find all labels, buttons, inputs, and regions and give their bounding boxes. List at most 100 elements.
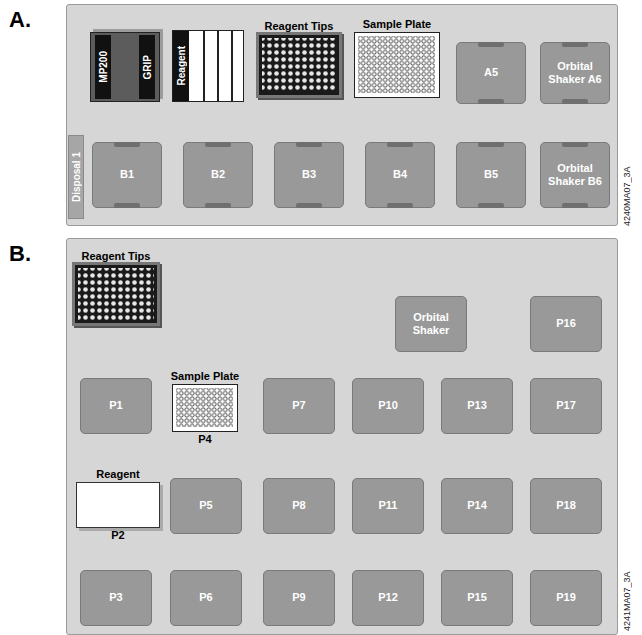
slot-tab <box>296 203 322 208</box>
deck-position: Orbital Shaker B6 <box>540 142 610 208</box>
reagent-trough: Reagent <box>172 30 244 102</box>
label-strip: Reagent <box>173 31 189 101</box>
slot-tab <box>478 99 504 104</box>
position-label: P19 <box>556 591 576 604</box>
trough-divider <box>203 31 205 101</box>
well-grid <box>173 385 237 431</box>
position-label: P12 <box>378 591 398 604</box>
deck-position: Orbital Shaker A6 <box>540 42 610 104</box>
deck-position: P12 <box>352 570 424 626</box>
position-label: P7 <box>292 399 305 412</box>
position-label: P5 <box>199 499 212 512</box>
deck-panel: B.Reagent TipsOrbital ShakerP16P1Sample … <box>66 238 618 635</box>
item-label: Reagent <box>176 46 187 85</box>
item-label: GRIP <box>142 55 153 79</box>
gripper-module: MP200 GRIP <box>90 32 160 102</box>
deck-position: B1 <box>92 142 162 208</box>
deck-position: P3 <box>80 570 152 626</box>
position-label: P3 <box>109 591 122 604</box>
slot-tab <box>114 142 140 147</box>
figure-code: 4241MA07_3A <box>622 555 632 631</box>
deck-position: P6 <box>170 570 242 626</box>
slot-tab <box>296 142 322 147</box>
reagent-reservoir: ReagentP2 <box>76 482 160 528</box>
item-label: P4 <box>198 433 211 445</box>
slot-tab <box>114 203 140 208</box>
panel-letter: B. <box>9 241 31 267</box>
item-label: Sample Plate <box>171 370 239 382</box>
deck-position: P19 <box>530 570 602 626</box>
deck-position: P14 <box>441 478 513 534</box>
deck-position: P8 <box>263 478 335 534</box>
position-label: P17 <box>556 399 576 412</box>
position-label: P16 <box>556 317 576 330</box>
well-area <box>78 268 154 320</box>
position-label: Orbital Shaker <box>400 311 462 337</box>
trough-divider <box>231 31 233 101</box>
item-label: Reagent <box>96 468 139 480</box>
slot-tab <box>205 142 231 147</box>
position-label: A5 <box>484 66 498 79</box>
slot-tab <box>205 203 231 208</box>
deck-position: P13 <box>441 378 513 434</box>
position-label: P15 <box>467 591 487 604</box>
item-label: Reagent Tips <box>82 250 151 262</box>
sample-plate: Sample Plate <box>354 32 440 98</box>
position-label: P18 <box>556 499 576 512</box>
deck-position: P10 <box>352 378 424 434</box>
position-label: P11 <box>379 499 398 512</box>
position-label: Orbital Shaker A6 <box>545 60 605 86</box>
well-area <box>358 36 435 93</box>
position-label: B3 <box>302 168 316 181</box>
label-strip: MP200 <box>95 35 111 99</box>
deck-position: P17 <box>530 378 602 434</box>
slot-tab <box>562 42 588 47</box>
label-strip: GRIP <box>139 35 155 99</box>
slot-tab <box>562 99 588 104</box>
position-label: B2 <box>211 168 225 181</box>
position-label: P13 <box>467 399 487 412</box>
tip-rack: Reagent Tips <box>256 32 342 98</box>
slot-tab <box>562 203 588 208</box>
slot-tab <box>478 42 504 47</box>
position-label: B4 <box>393 168 407 181</box>
well-area <box>176 388 233 427</box>
position-label: P10 <box>378 399 398 412</box>
position-label: B1 <box>120 168 134 181</box>
deck-position: Orbital Shaker <box>395 296 467 352</box>
item-label: Sample Plate <box>363 18 431 30</box>
well-grid <box>75 265 157 323</box>
position-label: P9 <box>292 591 305 604</box>
sample-plate: Sample PlateP4 <box>172 384 238 432</box>
deck-position: B5 <box>456 142 526 208</box>
deck-position: B3 <box>274 142 344 208</box>
panel-letter: A. <box>9 7 31 33</box>
well-grid <box>355 33 439 97</box>
disposal-slot: Disposal 1 <box>68 135 84 219</box>
position-label: Orbital Shaker B6 <box>545 162 605 188</box>
deck-position: P5 <box>170 478 242 534</box>
deck-position: P16 <box>530 296 602 352</box>
slot-tab <box>562 142 588 147</box>
position-label: P14 <box>467 499 487 512</box>
item-label: Disposal 1 <box>71 152 82 202</box>
slot-tab <box>387 142 413 147</box>
deck-position: P9 <box>263 570 335 626</box>
trough-divider <box>217 31 219 101</box>
slot-tab <box>478 142 504 147</box>
slot-tab <box>387 203 413 208</box>
position-label: P6 <box>199 591 212 604</box>
deck-position: A5 <box>456 42 526 104</box>
well-area <box>262 38 336 92</box>
deck-position: P11 <box>352 478 424 534</box>
well-grid <box>259 35 339 95</box>
deck-position: P15 <box>441 570 513 626</box>
position-label: P1 <box>109 399 122 412</box>
item-label: Reagent Tips <box>265 20 334 32</box>
item-label: MP200 <box>98 51 109 83</box>
item-label: P2 <box>111 529 124 541</box>
deck-position: B2 <box>183 142 253 208</box>
position-label: P8 <box>292 499 305 512</box>
deck-panel: A.MP200GRIPReagentReagent TipsSample Pla… <box>66 4 618 226</box>
